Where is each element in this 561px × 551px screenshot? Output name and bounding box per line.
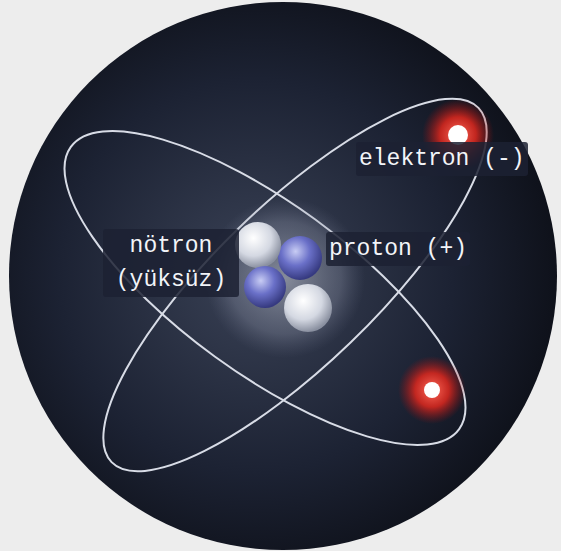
electron-glow (398, 356, 466, 424)
part-label: proton (+) (326, 232, 470, 266)
neutron-sphere (284, 284, 332, 332)
neutron-sphere (235, 222, 281, 268)
proton-sphere (244, 266, 286, 308)
orbit (56, 50, 534, 519)
electron (424, 382, 440, 398)
part-label: nötron (yüksüz) (103, 229, 239, 297)
background-disc (9, 2, 557, 550)
proton-sphere (278, 236, 322, 280)
part-label: elektron (-) (356, 142, 528, 176)
